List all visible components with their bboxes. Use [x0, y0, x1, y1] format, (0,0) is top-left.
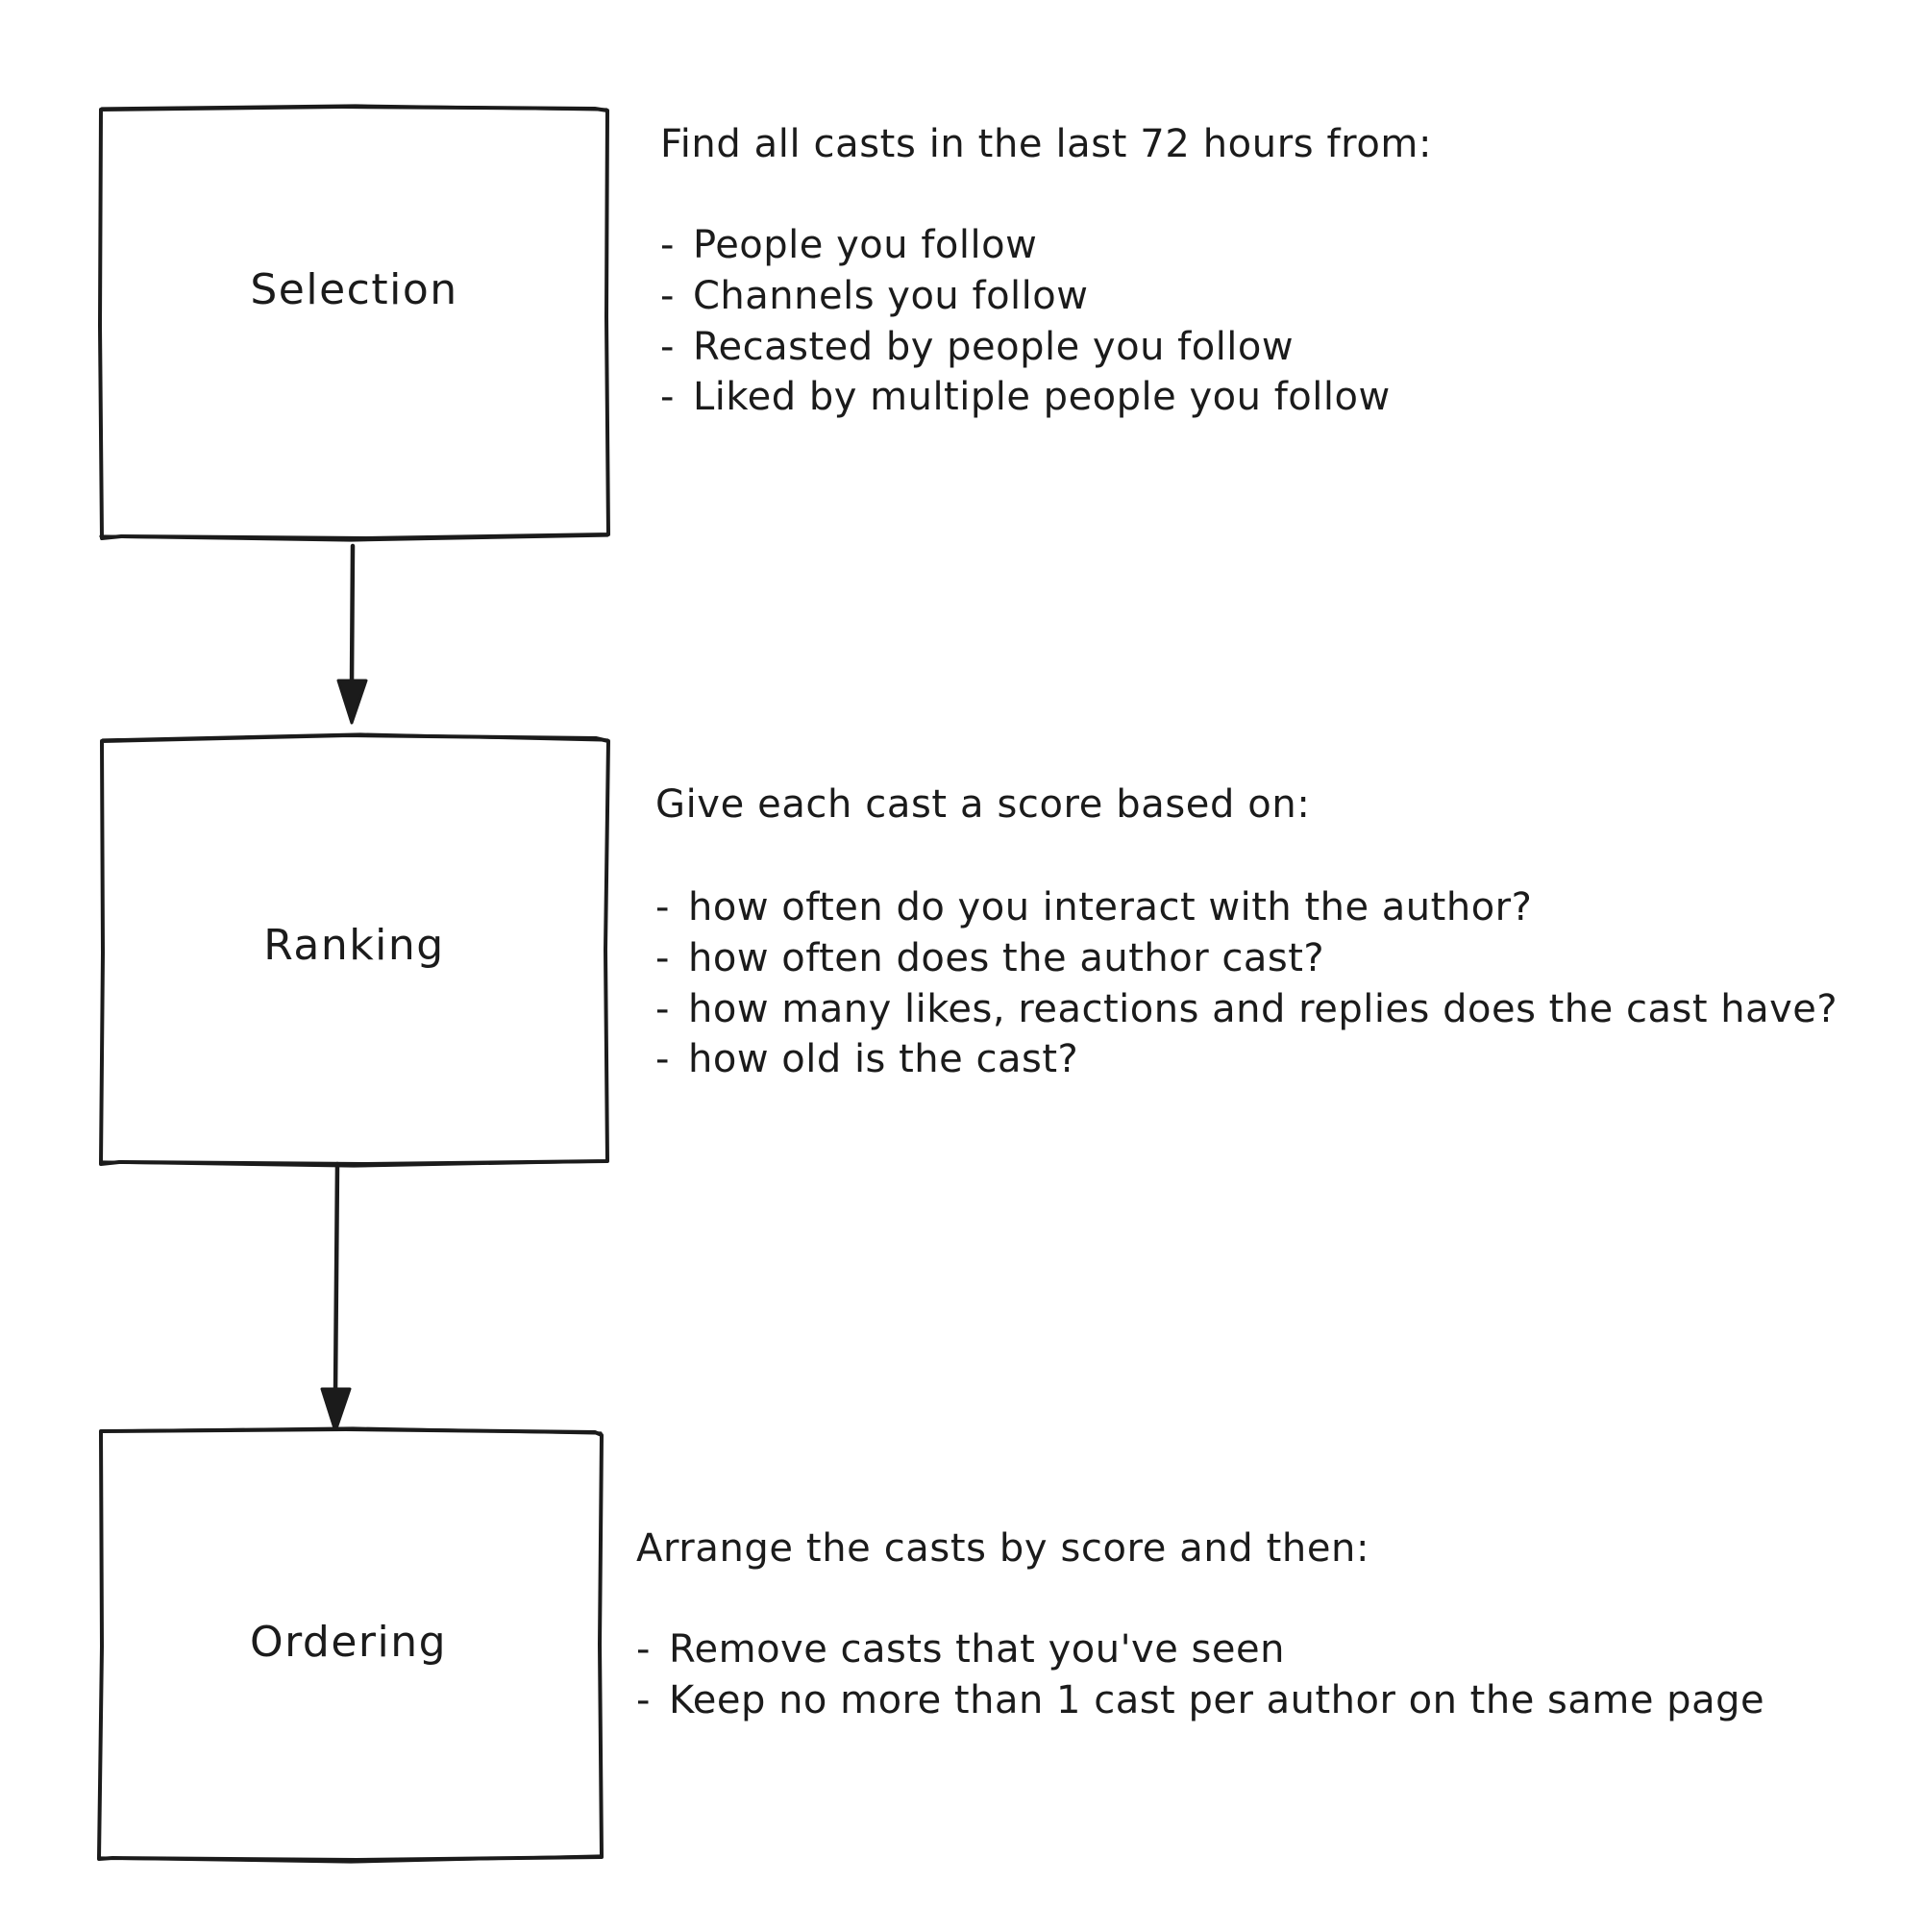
flowchart-node-selection[interactable]: Selection [96, 104, 612, 543]
bullet-text: Channels you follow [693, 273, 1089, 318]
bullet-dash: - [636, 1627, 651, 1672]
bullet-item: -People you follow [660, 220, 1432, 271]
bullet-dash: - [636, 1677, 651, 1722]
bullet-text: how often does the author cast? [688, 935, 1325, 980]
flow-arrow-selection-to-ranking [288, 538, 442, 731]
bullet-dash: - [655, 1037, 670, 1082]
bullet-text: People you follow [693, 223, 1038, 267]
rectangle-shape-icon [97, 1426, 604, 1864]
bullet-text: how often do you interact with the autho… [688, 885, 1533, 929]
annotation-ordering: Arrange the casts by score and then: -Re… [636, 1526, 1764, 1726]
flowchart-node-ordering[interactable]: Ordering [91, 1425, 605, 1864]
bullet-dash: - [660, 273, 675, 318]
annotation-bullet-list: -People you follow -Channels you follow … [660, 220, 1432, 423]
bullet-item: -Remove casts that you've seen [636, 1624, 1764, 1675]
node-label-ranking: Ranking [263, 921, 445, 970]
annotation-headline: Find all casts in the last 72 hours from… [660, 122, 1433, 166]
arrow-down-icon [320, 1161, 352, 1433]
bullet-dash: - [655, 935, 670, 980]
annotation-headline: Arrange the casts by score and then: [636, 1526, 1370, 1571]
bullet-item: -how often do you interact with the auth… [655, 882, 1838, 933]
bullet-text: Liked by multiple people you follow [693, 375, 1391, 420]
flow-arrow-ranking-to-ordering [274, 1158, 428, 1437]
bullet-dash: - [655, 986, 670, 1031]
flowchart-node-ranking[interactable]: Ranking [96, 732, 612, 1168]
rectangle-shape-icon [99, 732, 610, 1168]
bullet-text: Remove casts that you've seen [669, 1627, 1285, 1672]
rectangle-shape-icon [98, 104, 610, 542]
bullet-dash: - [660, 223, 675, 267]
arrow-down-icon [336, 543, 368, 725]
annotation-ranking: Give each cast a score based on: -how of… [655, 782, 1838, 1085]
bullet-dash: - [660, 375, 675, 420]
bullet-dash: - [655, 885, 670, 929]
annotation-bullet-list: -Remove casts that you've seen -Keep no … [636, 1624, 1764, 1726]
node-label-selection: Selection [250, 265, 458, 314]
bullet-text: how many likes, reactions and replies do… [688, 986, 1838, 1031]
annotation-bullet-list: -how often do you interact with the auth… [655, 882, 1838, 1085]
bullet-item: -Liked by multiple people you follow [660, 372, 1432, 423]
annotation-selection: Find all casts in the last 72 hours from… [660, 122, 1432, 423]
bullet-item: -Channels you follow [660, 271, 1432, 322]
bullet-item: -Recasted by people you follow [660, 322, 1432, 373]
bullet-item: -how old is the cast? [655, 1034, 1838, 1085]
bullet-item: -how often does the author cast? [655, 933, 1838, 984]
bullet-text: how old is the cast? [688, 1037, 1079, 1082]
node-label-ordering: Ordering [249, 1618, 448, 1667]
bullet-text: Keep no more than 1 cast per author on t… [669, 1677, 1765, 1722]
bullet-item: -Keep no more than 1 cast per author on … [636, 1675, 1764, 1726]
annotation-headline: Give each cast a score based on: [655, 782, 1311, 827]
bullet-text: Recasted by people you follow [693, 324, 1295, 369]
bullet-item: -how many likes, reactions and replies d… [655, 984, 1838, 1035]
bullet-dash: - [660, 324, 675, 369]
